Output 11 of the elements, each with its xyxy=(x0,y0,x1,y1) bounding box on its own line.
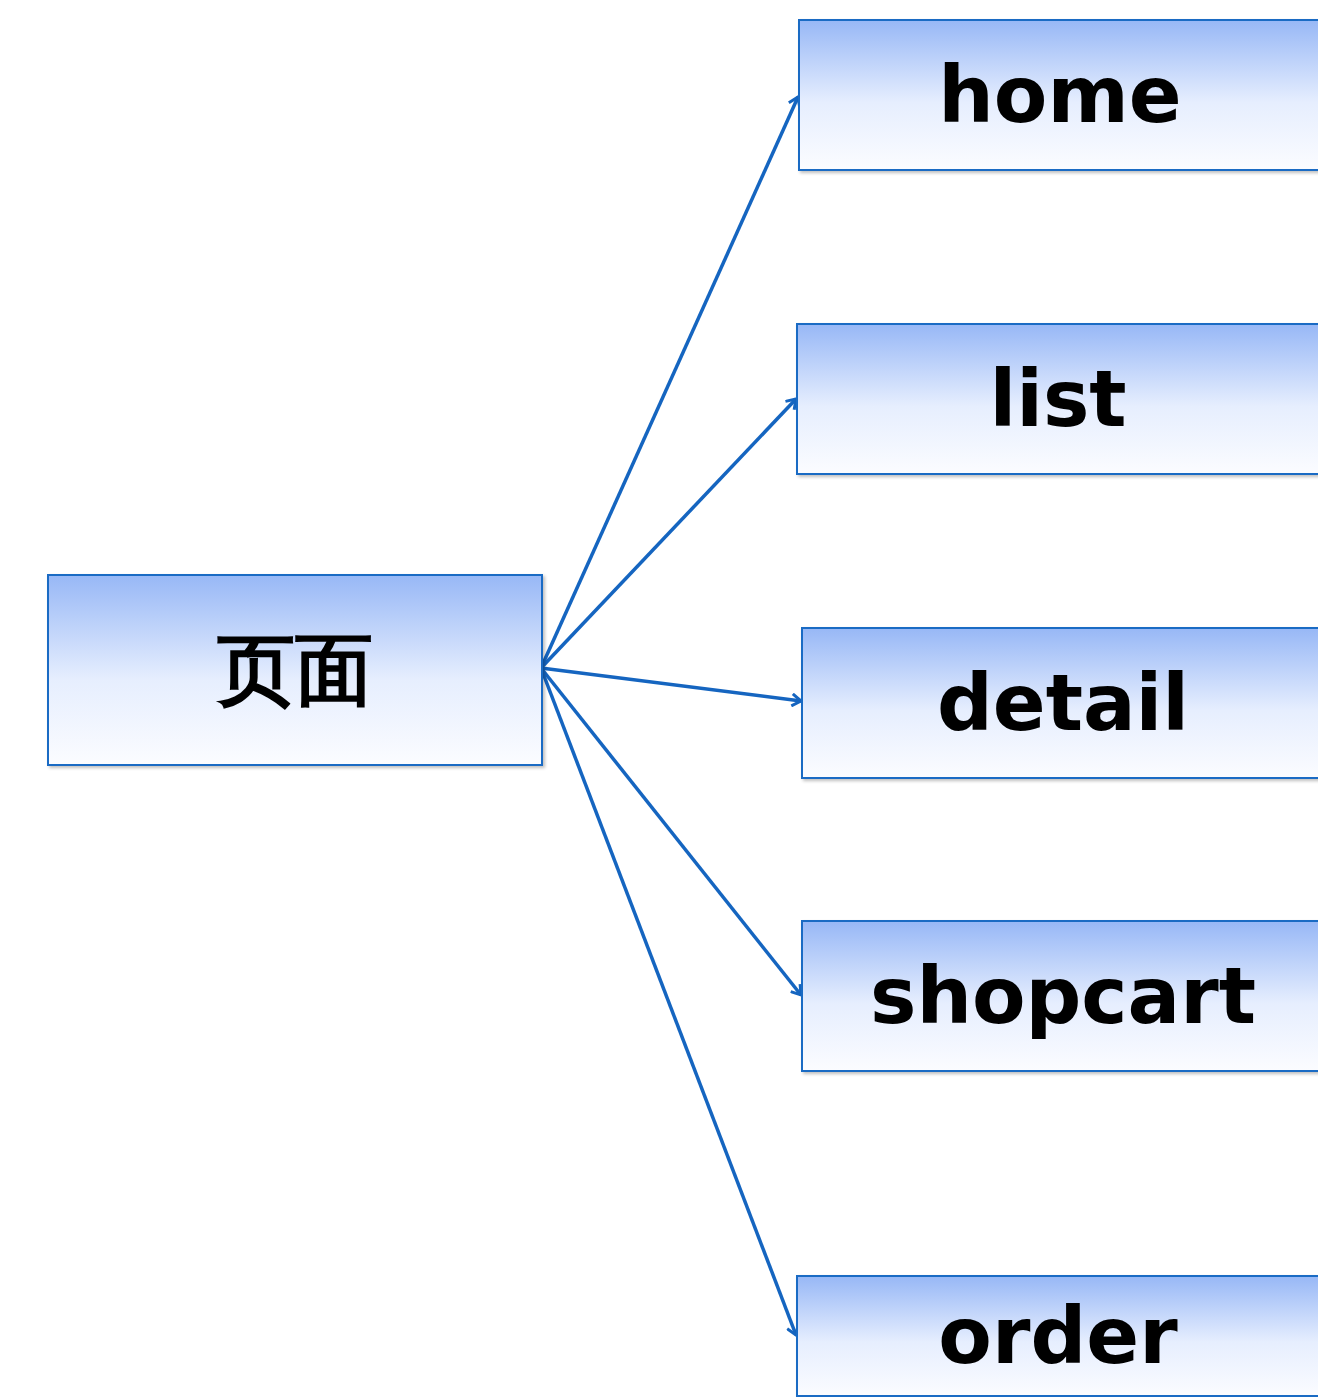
node-label: detail xyxy=(936,664,1190,742)
process-box xyxy=(796,323,1318,475)
process-box xyxy=(801,920,1318,1072)
process-box xyxy=(801,627,1318,779)
process-box xyxy=(798,19,1318,171)
process-box xyxy=(796,1275,1318,1397)
node-label: 页面 xyxy=(217,631,373,709)
node-label: list xyxy=(989,360,1127,438)
node-label: home xyxy=(938,56,1182,134)
node-label: order xyxy=(938,1297,1178,1375)
process-box xyxy=(47,574,543,766)
